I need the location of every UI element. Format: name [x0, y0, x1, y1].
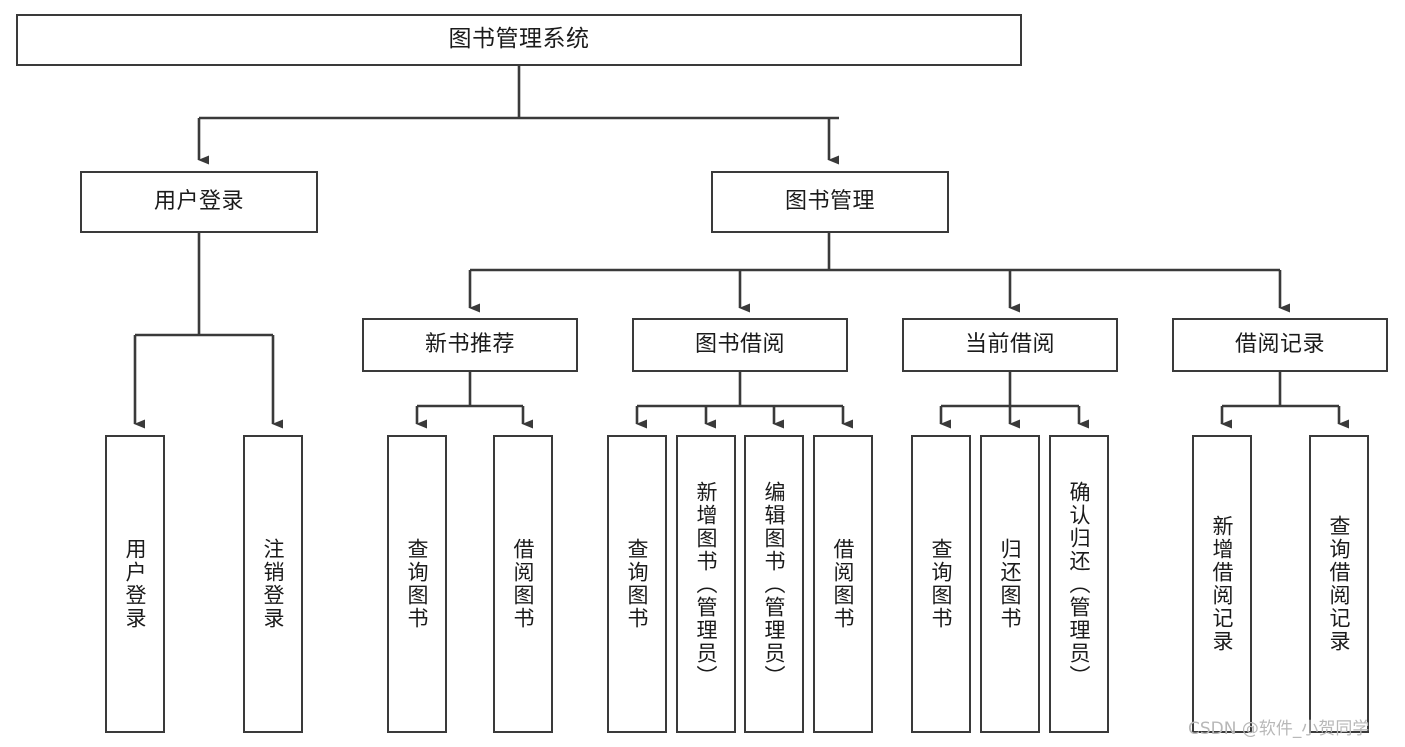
node-label: 借阅图书: [511, 538, 536, 630]
node-leaf-return-book[interactable]: 归还图书: [980, 435, 1040, 733]
node-label: 用户登录: [123, 538, 148, 630]
node-label: 新书推荐: [424, 331, 515, 357]
node-label: 新增图书（管理员）: [694, 480, 719, 688]
node-label: 确认归还（管理员）: [1067, 480, 1092, 688]
node-label: 查询图书: [625, 538, 650, 630]
node-label: 图书管理: [784, 188, 875, 214]
node-leaf-borrow-book[interactable]: 借阅图书: [813, 435, 873, 733]
node-label: 新增借阅记录: [1210, 515, 1235, 653]
node-leaf-query-book-current[interactable]: 查询图书: [911, 435, 971, 733]
node-label: 当前借阅: [964, 331, 1055, 357]
node-borrow-record[interactable]: 借阅记录: [1172, 318, 1388, 372]
node-leaf-edit-book-admin[interactable]: 编辑图书（管理员）: [744, 435, 804, 733]
node-user-login[interactable]: 用户登录: [80, 171, 318, 233]
node-leaf-query-borrow-record[interactable]: 查询借阅记录: [1309, 435, 1369, 733]
node-root-book-management-system[interactable]: 图书管理系统: [16, 14, 1022, 66]
node-label: 注销登录: [261, 538, 286, 630]
node-leaf-borrow-book-recommend[interactable]: 借阅图书: [493, 435, 553, 733]
node-label: 查询图书: [929, 538, 954, 630]
node-current-borrow[interactable]: 当前借阅: [902, 318, 1118, 372]
node-label: 借阅记录: [1234, 331, 1325, 357]
node-label: 图书借阅: [694, 331, 785, 357]
node-leaf-confirm-return-admin[interactable]: 确认归还（管理员）: [1049, 435, 1109, 733]
node-label: 编辑图书（管理员）: [762, 480, 787, 688]
node-label: 借阅图书: [831, 538, 856, 630]
node-book-management[interactable]: 图书管理: [711, 171, 949, 233]
node-leaf-query-book-recommend[interactable]: 查询图书: [387, 435, 447, 733]
node-leaf-add-borrow-record[interactable]: 新增借阅记录: [1192, 435, 1252, 733]
node-new-book-recommend[interactable]: 新书推荐: [362, 318, 578, 372]
node-leaf-query-book-borrow[interactable]: 查询图书: [607, 435, 667, 733]
node-label: 用户登录: [153, 188, 244, 214]
node-label: 归还图书: [998, 538, 1023, 630]
node-label: 图书管理系统: [448, 26, 590, 53]
node-leaf-logout[interactable]: 注销登录: [243, 435, 303, 733]
node-label: 查询图书: [405, 538, 430, 630]
node-book-borrow[interactable]: 图书借阅: [632, 318, 848, 372]
node-leaf-user-login[interactable]: 用户登录: [105, 435, 165, 733]
node-leaf-add-book-admin[interactable]: 新增图书（管理员）: [676, 435, 736, 733]
node-label: 查询借阅记录: [1327, 515, 1352, 653]
